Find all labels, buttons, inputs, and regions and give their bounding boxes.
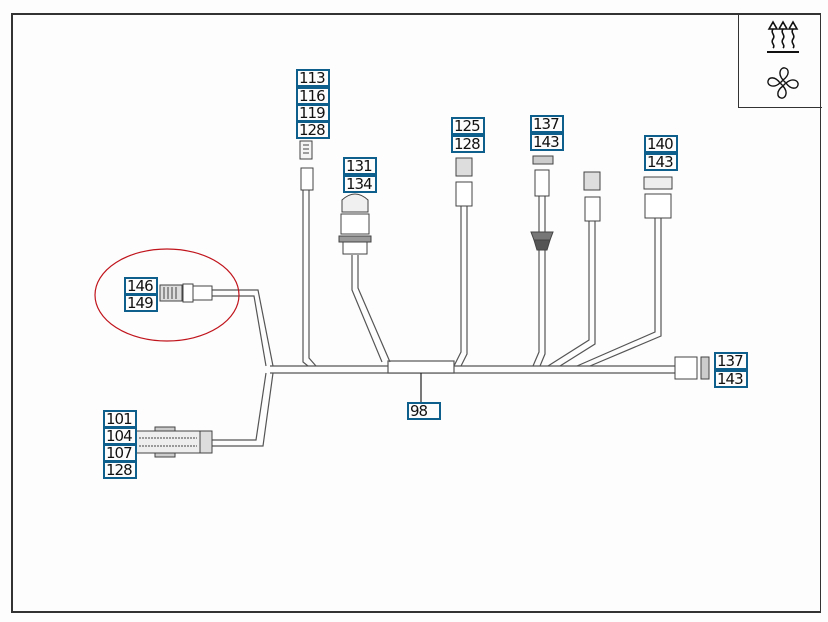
callout-131[interactable]: 131 xyxy=(343,157,377,175)
callout-label: 143 xyxy=(717,370,744,388)
callout-label: 116 xyxy=(299,87,326,105)
callout-label: 137 xyxy=(717,352,744,370)
callout-116[interactable]: 116 xyxy=(296,87,330,105)
callout-125[interactable]: 125 xyxy=(451,117,485,135)
callout-128[interactable]: 128 xyxy=(296,121,330,139)
callout-143[interactable]: 143 xyxy=(644,153,678,171)
connector-101 xyxy=(135,426,213,458)
callout-label: 101 xyxy=(106,410,133,428)
connector-137-right xyxy=(674,356,710,380)
branch-131 xyxy=(351,255,391,363)
connector-140 xyxy=(643,176,673,219)
callout-143[interactable]: 143 xyxy=(530,133,564,151)
callout-label: 143 xyxy=(533,133,560,151)
callout-137[interactable]: 137 xyxy=(530,115,564,133)
connector-131 xyxy=(338,193,372,255)
callout-label: 128 xyxy=(299,121,326,139)
callout-140[interactable]: 140 xyxy=(644,135,678,153)
connector-137 xyxy=(530,155,554,251)
connector-146 xyxy=(159,283,213,303)
branch-137 xyxy=(532,195,546,367)
connector-125 xyxy=(455,157,473,207)
callout-113[interactable]: 113 xyxy=(296,69,330,87)
callout-119[interactable]: 119 xyxy=(296,104,330,122)
callout-149[interactable]: 149 xyxy=(124,294,158,312)
callout-146[interactable]: 146 xyxy=(124,277,158,295)
fan-icon xyxy=(767,67,799,99)
callout-label: 134 xyxy=(346,175,373,193)
callout-label: 149 xyxy=(127,294,154,312)
diagram-frame xyxy=(11,13,821,613)
main-harness-trunk xyxy=(270,360,675,374)
callout-label: 113 xyxy=(299,69,326,87)
callout-128[interactable]: 128 xyxy=(451,135,485,153)
callout-101[interactable]: 101 xyxy=(103,410,137,428)
callout-98[interactable]: 98 xyxy=(407,402,441,420)
branch-unlabeled xyxy=(547,220,596,367)
connector-113 xyxy=(299,140,314,191)
branch-146-149 xyxy=(212,289,274,367)
callout-label: 137 xyxy=(533,115,560,133)
callout-128[interactable]: 128 xyxy=(103,461,137,479)
highlight-ellipse xyxy=(94,248,240,342)
callout-label: 128 xyxy=(454,135,481,153)
callout-137[interactable]: 137 xyxy=(714,352,748,370)
legend-box xyxy=(738,13,822,108)
callout-label: 107 xyxy=(106,444,133,462)
callout-134[interactable]: 134 xyxy=(343,175,377,193)
callout-label: 104 xyxy=(106,427,133,445)
branch-140 xyxy=(576,215,662,367)
callout-107[interactable]: 107 xyxy=(103,444,137,462)
callout-label: 98 xyxy=(410,402,428,420)
callout-label: 128 xyxy=(106,461,133,479)
callout-label: 131 xyxy=(346,157,373,175)
callout-label: 143 xyxy=(647,153,674,171)
callout-label: 146 xyxy=(127,277,154,295)
branch-125 xyxy=(453,205,468,367)
callout-143[interactable]: 143 xyxy=(714,370,748,388)
connector-unlabeled xyxy=(583,171,601,222)
branch-101 xyxy=(212,372,274,447)
heater-icon xyxy=(767,20,799,53)
callout-104[interactable]: 104 xyxy=(103,427,137,445)
callout-label: 140 xyxy=(647,135,674,153)
callout-label: 119 xyxy=(299,104,326,122)
branch-113 xyxy=(302,190,317,367)
callout-label: 125 xyxy=(454,117,481,135)
